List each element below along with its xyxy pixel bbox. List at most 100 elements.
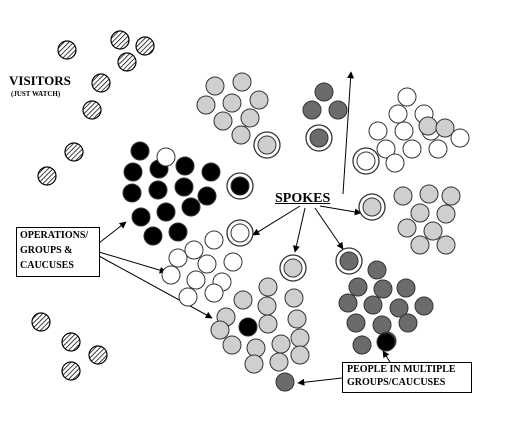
- light-group-dot: [240, 108, 260, 128]
- light-group-right-dot: [410, 203, 430, 223]
- light-group-bottom-dot: [257, 296, 277, 316]
- operations-arrow-to-light: [98, 255, 213, 319]
- black-group-dot: [168, 222, 188, 242]
- dark-group-dot: [346, 313, 366, 333]
- light-group-spoke: [257, 135, 277, 155]
- light-group-right-dot: [436, 204, 456, 224]
- operations-label-line-3: CAUCUSES: [20, 260, 74, 271]
- light-group-bottom-dot: [271, 334, 291, 354]
- people-in-multiple-groups-box: PEOPLE IN MULTIPLE GROUPS/CAUCUSES: [342, 362, 472, 393]
- white-group-top-dot: [450, 128, 470, 148]
- black-group-dot: [175, 156, 195, 176]
- visitor-dot: [135, 36, 155, 56]
- light-group-bottom-dot: [287, 309, 307, 329]
- light-group-dot: [196, 95, 216, 115]
- white-group-left-dot: [186, 270, 206, 290]
- light-group-right-dot: [441, 186, 461, 206]
- black-group-dot: [131, 207, 151, 227]
- black-group-dot: [197, 186, 217, 206]
- light-group-right-dot: [419, 184, 439, 204]
- visitor-dot: [31, 312, 51, 332]
- multiple-arrow-to-light-group: [297, 377, 343, 386]
- dark-group-black-dot: [376, 332, 396, 352]
- dark-trio-dot: [314, 82, 334, 102]
- light-group-bottom-dot: [258, 277, 278, 297]
- light-group-right-spoke: [362, 197, 382, 217]
- visitor-dot: [57, 40, 77, 60]
- dark-trio-dot: [302, 100, 322, 120]
- light-group-dot: [232, 72, 252, 92]
- white-group-left-dot: [197, 254, 217, 274]
- dark-group-dot: [363, 295, 383, 315]
- white-group-top-spoke: [356, 151, 376, 171]
- white-group-left-dot: [168, 248, 188, 268]
- white-group-top-dot: [376, 139, 396, 159]
- light-group-bottom-dot: [258, 314, 278, 334]
- light-group-dot: [222, 93, 242, 113]
- visitor-dot: [91, 73, 111, 93]
- dark-group-spoke: [339, 251, 359, 271]
- white-group-top-dot: [385, 153, 405, 173]
- spokes-arrow-up: [342, 71, 355, 195]
- black-group-dot: [122, 183, 142, 203]
- white-group-left-dot: [178, 287, 198, 307]
- light-group-right-dot: [410, 235, 430, 255]
- dark-group-dot: [398, 313, 418, 333]
- dark-trio-dot: [328, 100, 348, 120]
- black-group-spoke: [230, 176, 250, 196]
- white-group-top-dot: [388, 104, 408, 124]
- spokes-arrow-to-white: [252, 205, 301, 236]
- operations-groups-caucuses-box: OPERATIONS/ GROUPS & CAUCUSES: [16, 227, 100, 277]
- light-group-bottom-dot: [290, 345, 310, 365]
- white-group-left-dot: [204, 283, 224, 303]
- dark-trio-spoke: [309, 128, 329, 148]
- visitor-dot: [64, 142, 84, 162]
- white-group-left-dot: [184, 240, 204, 260]
- black-group-dot: [123, 162, 143, 182]
- spokes-label: SPOKES: [275, 191, 331, 206]
- white-group-left-dot: [161, 265, 181, 285]
- visitor-dot: [61, 332, 81, 352]
- black-group-dot: [148, 180, 168, 200]
- light-group-dot: [231, 125, 251, 145]
- visitors-label: VISITORS: [9, 73, 71, 88]
- visitor-dot: [110, 30, 130, 50]
- light-group-dot: [249, 90, 269, 110]
- visitor-dot: [82, 100, 102, 120]
- black-group-dot: [174, 177, 194, 197]
- light-group-right-dot: [397, 218, 417, 238]
- light-group-bottom-dot: [290, 328, 310, 348]
- light-group-dot: [213, 111, 233, 131]
- dark-group-dot: [414, 296, 434, 316]
- dark-group-dot: [373, 279, 393, 299]
- dark-group-dot: [389, 298, 409, 318]
- spokes-arrow-to-light: [292, 207, 306, 253]
- dark-group-dot: [396, 278, 416, 298]
- operations-arrow-to-black: [98, 221, 127, 244]
- white-group-left-dot: [204, 230, 224, 250]
- light-group-bottom-spoke: [283, 258, 303, 278]
- white-group-top-dot: [394, 121, 414, 141]
- light-group-right-dot: [436, 235, 456, 255]
- white-group-top-light-dot: [435, 118, 455, 138]
- white-group-top-dot: [368, 121, 388, 141]
- light-group-bottom-dot: [233, 290, 253, 310]
- dark-group-dot: [372, 315, 392, 335]
- multiple-arrow-to-dark-group: [382, 350, 391, 363]
- spokes-arrow-to-dark: [314, 207, 344, 250]
- arrows-layer: [98, 71, 391, 386]
- light-group-bottom-dark-dot: [275, 372, 295, 392]
- visitor-dot: [37, 166, 57, 186]
- light-group-bottom-dot: [284, 288, 304, 308]
- light-group-bottom-dot: [222, 335, 242, 355]
- white-group-left-dot: [223, 252, 243, 272]
- black-group-dot: [130, 141, 150, 161]
- visitor-dot: [88, 345, 108, 365]
- visitor-dot: [117, 52, 137, 72]
- operations-arrow-to-white: [98, 251, 167, 274]
- light-group-bottom-dot: [246, 338, 266, 358]
- dark-group-dot: [367, 260, 387, 280]
- light-group-right-dot: [423, 221, 443, 241]
- white-group-top-dot: [397, 87, 417, 107]
